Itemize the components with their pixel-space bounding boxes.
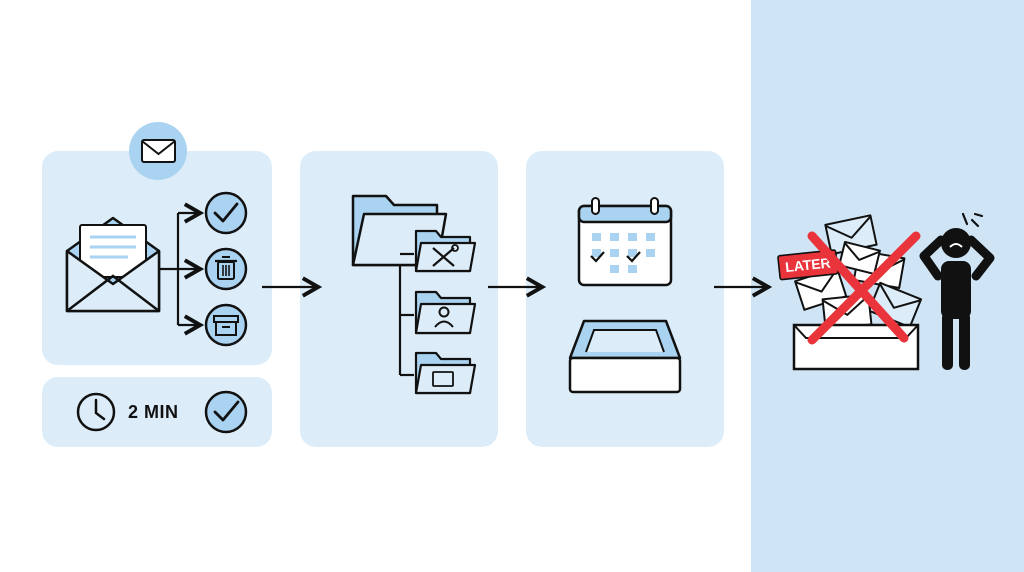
archive-circle-icon [204, 303, 248, 347]
clock-icon [76, 392, 116, 432]
inbox-tray-icon [568, 319, 682, 394]
calendar-icon [577, 197, 673, 287]
empty-folder-icon [414, 351, 477, 395]
envelope-icon [129, 122, 187, 180]
later-tag-label: LATER [784, 254, 831, 275]
schedule-card [526, 151, 724, 447]
trash-circle-icon [204, 247, 248, 291]
check-circle-icon [204, 390, 248, 434]
red-cross-icon [807, 231, 921, 345]
check-circle-icon [204, 191, 248, 235]
folder-tree [398, 252, 414, 377]
tools-folder-icon [414, 229, 477, 273]
open-envelope-icon [65, 216, 161, 313]
timer-label: 2 MIN [128, 402, 179, 422]
later-tag: LATER [777, 249, 839, 281]
triage-branches [160, 202, 205, 336]
stressed-person-icon [919, 212, 995, 370]
person-folder-icon [414, 290, 477, 335]
